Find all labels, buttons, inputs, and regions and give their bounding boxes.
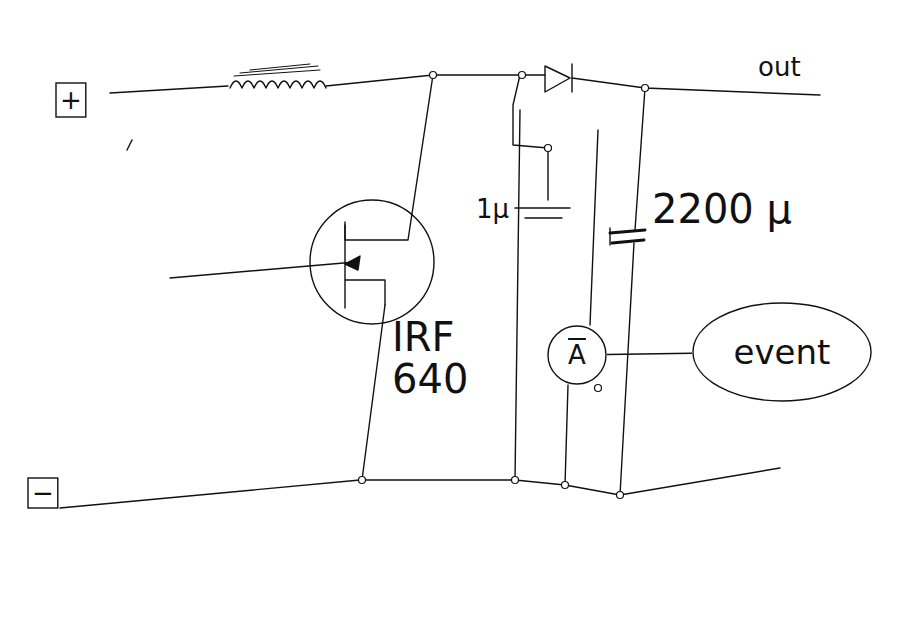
wire	[170, 262, 355, 278]
node-outline-shape	[28, 478, 58, 508]
meter-circle: A	[547, 325, 607, 385]
connector-line	[607, 353, 692, 354]
junction-dots	[359, 72, 649, 499]
wire	[60, 468, 780, 508]
terminal-box: +	[55, 82, 87, 118]
wire	[590, 130, 598, 325]
mosfet-gate-arrow	[345, 256, 360, 270]
node-text: event	[734, 335, 831, 369]
wire	[513, 75, 548, 200]
wire	[515, 110, 520, 480]
node-outline-shape	[693, 303, 871, 401]
stray-mark	[127, 140, 132, 150]
mosfet-circle	[310, 200, 434, 324]
wire	[565, 385, 568, 485]
wire	[362, 305, 385, 480]
terminal-box: −	[27, 477, 59, 509]
wire	[345, 75, 433, 240]
wire	[110, 86, 228, 93]
capacitor-value: 2200 μ	[652, 188, 792, 230]
inductor-symbol	[230, 81, 326, 88]
node-outline-shape	[56, 83, 86, 117]
callout-oval: event	[692, 302, 872, 402]
part-number: IRF 640	[392, 316, 468, 400]
output-label: out	[758, 54, 801, 81]
wire	[609, 228, 610, 245]
inductor-scribble	[234, 64, 320, 76]
mosfet-symbol	[345, 222, 385, 308]
node-outline-shape	[548, 326, 606, 384]
diode-symbol	[545, 64, 572, 92]
wire	[635, 88, 645, 230]
node-text: −	[32, 480, 54, 506]
node-text: A	[568, 342, 586, 368]
node-text: +	[60, 87, 82, 113]
connector	[607, 353, 692, 354]
wire	[620, 243, 634, 495]
capacitor-symbol	[610, 230, 645, 243]
capacitor-symbol	[515, 208, 570, 218]
capacitor-value: 1μ	[476, 196, 509, 223]
